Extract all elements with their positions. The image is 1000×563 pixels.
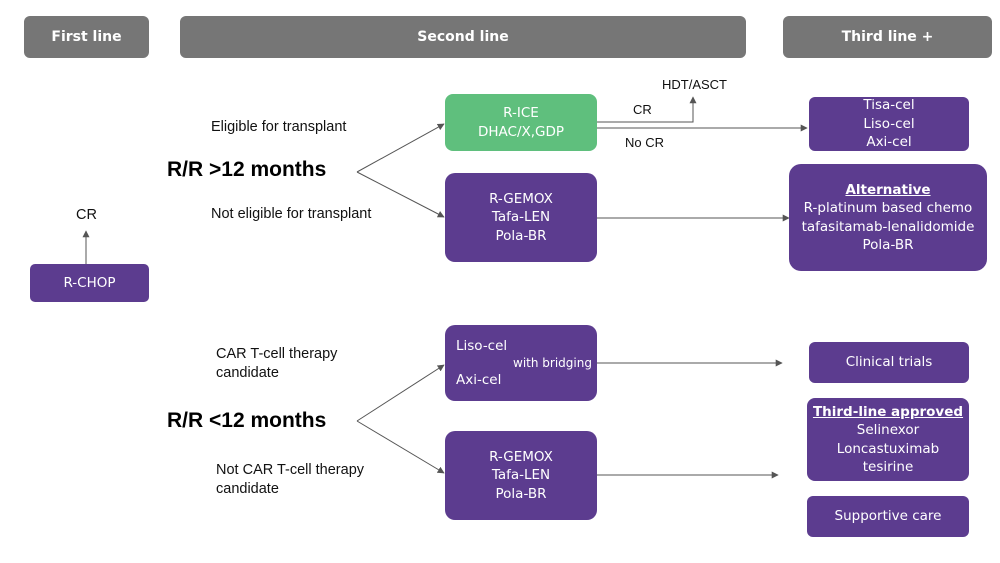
rchop-box: R-CHOP xyxy=(30,264,149,302)
alternative-heading: Alternative xyxy=(845,181,931,198)
header-first-line-label: First line xyxy=(51,29,122,45)
with-bridging-label: with bridging xyxy=(513,356,592,370)
header-second-line-label: Second line xyxy=(417,29,509,45)
alternative-line-2: tafasitamab-lenalidomide xyxy=(801,218,975,235)
condition-not-car-line1: Not CAR T-cell therapy xyxy=(216,462,365,478)
alternative-box: Alternative R-platinum based chemo tafas… xyxy=(789,164,987,271)
condition-not-car-line2: candidate xyxy=(216,481,279,497)
outcome-no-cr: No CR xyxy=(625,135,665,150)
rice-line-2: DHAC/X,GDP xyxy=(477,123,565,140)
supportive-care-label: Supportive care xyxy=(834,508,942,525)
rgemox-top-line-2: Tafa-LEN xyxy=(491,209,551,226)
third-line-approved-box: Third-line approved Selinexor Loncastuxi… xyxy=(807,398,969,481)
liso-cel-label: Liso-cel xyxy=(456,338,508,354)
car-t-line-1: Tisa-cel xyxy=(863,97,915,114)
clinical-trials-box: Clinical trials xyxy=(809,342,969,383)
condition-not-eligible: Not eligible for transplant xyxy=(211,206,372,222)
condition-car-line1: CAR T-cell therapy xyxy=(216,346,338,362)
rgemox-bottom-line-1: R-GEMOX xyxy=(489,448,553,465)
outcome-hdt-asct: HDT/ASCT xyxy=(662,77,727,92)
header-second-line: Second line xyxy=(180,16,746,58)
rchop-label: R-CHOP xyxy=(63,274,116,291)
first-line-cr-label: CR xyxy=(76,207,97,223)
car-t-line-2: Liso-cel xyxy=(863,115,915,132)
header-third-line: Third line + xyxy=(783,16,992,58)
header-third-line-label: Third line + xyxy=(841,29,934,45)
header-first-line: First line xyxy=(24,16,149,58)
rice-box: R-ICE DHAC/X,GDP xyxy=(445,94,597,151)
approved-line-2: Loncastuximab xyxy=(836,440,940,457)
car-t-bridging-box: Liso-cel Axi-cel with bridging xyxy=(445,325,597,401)
group-late-relapse: R/R >12 months xyxy=(167,158,327,181)
supportive-care-box: Supportive care xyxy=(807,496,969,537)
axi-cel-label: Axi-cel xyxy=(456,372,502,388)
alternative-line-1: R-platinum based chemo xyxy=(803,200,973,216)
arrow-early-to-rgemox xyxy=(356,420,445,474)
condition-car-candidate: CAR T-cell therapy candidate xyxy=(216,345,337,383)
arrow-late-to-rice xyxy=(356,123,445,173)
rgemox-bottom-line-2: Tafa-LEN xyxy=(491,467,551,484)
approved-line-1: Selinexor xyxy=(856,422,920,438)
group-early-relapse: R/R <12 months xyxy=(167,409,327,432)
arrow-rice-to-hdt xyxy=(597,96,697,123)
alternative-line-3: Pola-BR xyxy=(862,237,914,253)
approved-line-3: tesirine xyxy=(862,459,914,475)
rgemox-top-box: R-GEMOX Tafa-LEN Pola-BR xyxy=(445,173,597,262)
clinical-trials-label: Clinical trials xyxy=(845,354,933,371)
rgemox-top-line-1: R-GEMOX xyxy=(489,190,553,207)
car-t-box: Tisa-cel Liso-cel Axi-cel xyxy=(809,97,969,151)
approved-heading: Third-line approved xyxy=(812,403,964,420)
arrow-late-to-rgemox xyxy=(356,171,445,218)
outcome-cr: CR xyxy=(633,102,652,117)
condition-eligible: Eligible for transplant xyxy=(211,119,347,135)
condition-not-car-candidate: Not CAR T-cell therapy candidate xyxy=(216,461,364,499)
rice-line-1: R-ICE xyxy=(503,105,539,121)
condition-car-line2: candidate xyxy=(216,365,279,381)
arrow-early-to-liso xyxy=(356,364,445,422)
car-t-line-3: Axi-cel xyxy=(866,134,912,151)
rgemox-top-line-3: Pola-BR xyxy=(495,227,547,244)
rgemox-bottom-line-3: Pola-BR xyxy=(495,485,547,502)
rgemox-bottom-box: R-GEMOX Tafa-LEN Pola-BR xyxy=(445,431,597,520)
